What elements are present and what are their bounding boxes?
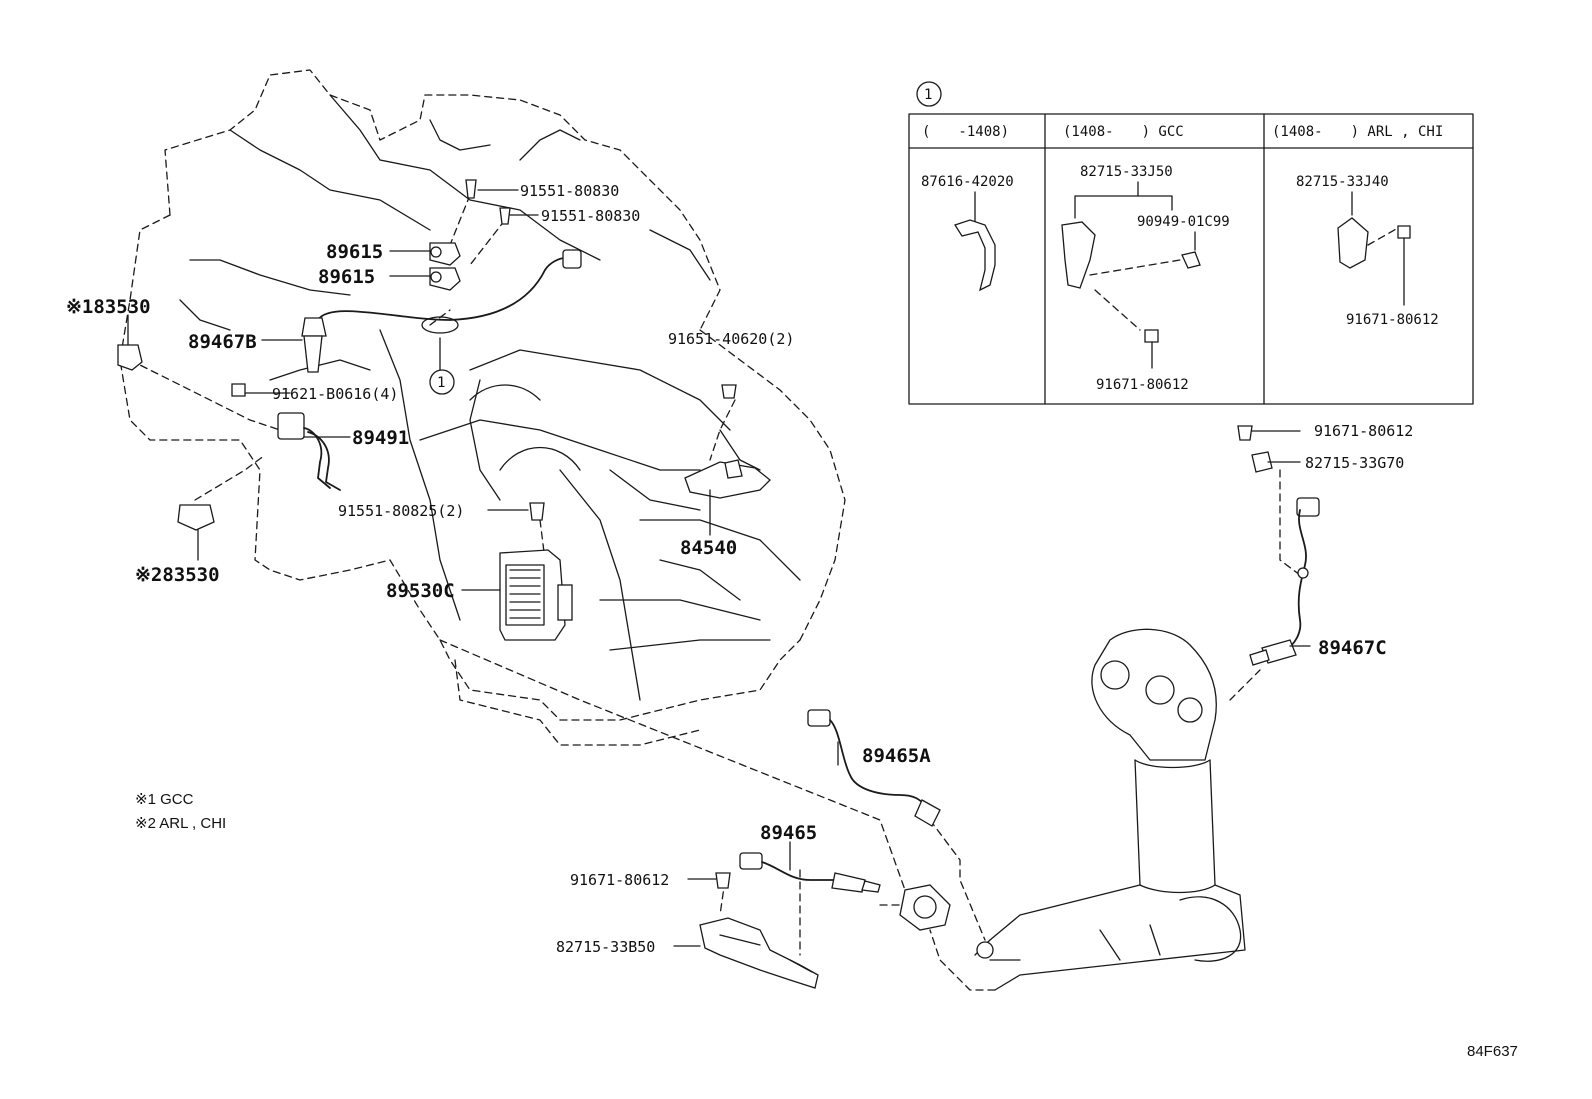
bolt-table-col3 <box>1397 225 1411 239</box>
label-83530-arl: ※283530 <box>135 564 220 586</box>
label-89615-a: 89615 <box>326 241 383 263</box>
oxygen-sensor-89467b <box>301 249 582 373</box>
label-82715-33b50: 82715-33B50 <box>556 938 655 956</box>
label-89465a: 89465A <box>862 745 931 767</box>
bolt-91551-80825 <box>529 502 545 521</box>
bracket-bolt-right <box>1237 425 1273 473</box>
table-header-3: (1408- ) ARL , CHI <box>1272 124 1443 140</box>
bolt-91621-b0616 <box>231 383 246 397</box>
bracket-82715-33j40 <box>1337 217 1369 269</box>
leader-lines <box>129 194 1301 956</box>
label-91551-80825: 91551-80825(2) <box>338 502 464 520</box>
label-82715-33g70: 82715-33G70 <box>1305 454 1404 472</box>
oxygen-sensor-89467c <box>1249 497 1320 666</box>
callout-circle-main <box>429 369 455 395</box>
label-leaders <box>127 189 1311 947</box>
switch-84540 <box>684 459 771 499</box>
callout-number-table: 1 <box>924 87 932 103</box>
label-89615-b: 89615 <box>318 266 375 288</box>
clip-90949 <box>1181 251 1201 269</box>
label-91671-80612-bottom: 91671-80612 <box>570 871 669 889</box>
ecu-89530c <box>499 549 573 641</box>
table-part-91671-80612-col2: 91671-80612 <box>1096 377 1189 393</box>
figure-code: 84F637 <box>1467 1043 1518 1060</box>
bolt-91651-40620 <box>721 384 737 399</box>
sensor-83530 <box>117 344 215 531</box>
callout-number-main: 1 <box>437 375 445 391</box>
clamp-87616 <box>954 219 996 292</box>
bracket-82715-33b50 <box>699 917 819 989</box>
oxygen-sensor-89465a <box>807 709 941 827</box>
callout-circle-table <box>916 81 942 107</box>
label-91621-b0616: 91621-B0616(4) <box>272 385 398 403</box>
label-89467b: 89467B <box>188 331 257 353</box>
bolt-91671-80612-bottom <box>715 872 731 889</box>
table-header-2: (1408- ) GCC <box>1063 124 1184 140</box>
gasket <box>899 884 951 931</box>
exhaust-outline <box>929 628 1246 991</box>
table-part-82715-33j40: 82715-33J40 <box>1296 174 1389 190</box>
label-89467c: 89467C <box>1318 637 1387 659</box>
engine-outline <box>119 69 846 746</box>
bolts-91551-80830 <box>465 179 511 225</box>
label-91651-40620: 91651-40620(2) <box>668 330 794 348</box>
bolt-table-col2 <box>1144 329 1159 343</box>
vvt-oil-control-valves-89615 <box>429 242 461 291</box>
table-part-87616-42020: 87616-42020 <box>921 174 1014 190</box>
table-frame <box>908 113 1474 405</box>
label-84540: 84540 <box>680 537 737 559</box>
label-91551-80830-b: 91551-80830 <box>541 207 640 225</box>
bracket-82715-33j50 <box>1061 221 1096 289</box>
callout-ellipse <box>421 316 459 334</box>
label-89491: 89491 <box>352 427 409 449</box>
note-arl-chi: ※2 ARL , CHI <box>135 815 226 832</box>
note-gcc: ※1 GCC <box>135 791 194 808</box>
table-part-91671-80612-col3: 91671-80612 <box>1346 312 1439 328</box>
sensor-89491 <box>277 412 341 491</box>
oxygen-sensor-89465 <box>739 852 881 893</box>
table-part-82715-33j50: 82715-33J50 <box>1080 164 1173 180</box>
label-89465: 89465 <box>760 822 817 844</box>
label-91551-80830-a: 91551-80830 <box>520 182 619 200</box>
label-83530-gcc: ※183530 <box>66 296 151 318</box>
label-91671-80612-right: 91671-80612 <box>1314 422 1413 440</box>
part-labels: 91551-80830 91551-80830 89615 89615 ※183… <box>66 182 1413 956</box>
table-header-1: ( -1408) <box>922 124 1009 140</box>
table-part-90949-01c99: 90949-01C99 <box>1137 214 1230 230</box>
label-89530c: 89530C <box>386 580 455 602</box>
variant-table: 1 ( -1408) (1408- ) GCC (1408- ) ARL , C… <box>908 81 1474 405</box>
